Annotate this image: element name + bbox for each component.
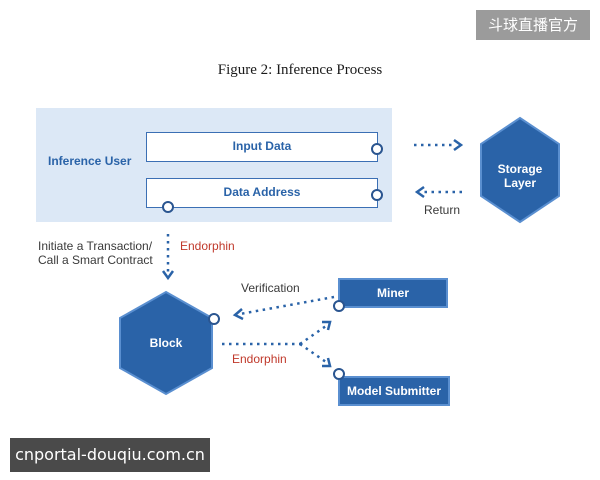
transaction-arrow-head <box>161 270 175 281</box>
endorphin-top-label: Endorphin <box>180 239 235 253</box>
miner-port <box>333 300 345 312</box>
initiate-transaction-label: Initiate a Transaction/ <box>38 239 153 253</box>
endorphin-to-miner-head <box>322 320 332 331</box>
verification-label: Verification <box>241 281 300 295</box>
data-address-box: Data Address <box>146 178 378 208</box>
block-label: Block <box>149 336 183 350</box>
arrow-to-storage-head <box>453 138 464 152</box>
data-address-port <box>371 189 383 201</box>
miner-box: Miner <box>338 278 448 308</box>
input-data-box: Input Data <box>146 132 378 162</box>
endorphin-bottom-label: Endorphin <box>232 352 287 366</box>
data-address-bottom-port <box>162 201 174 213</box>
call-smart-contract-label: Call a Smart Contract <box>38 253 153 267</box>
storage-layer-hexagon <box>480 116 560 224</box>
inference-user-label: Inference User <box>48 154 132 168</box>
watermark-top-right: 斗球直播官方 <box>476 10 590 40</box>
watermark-bottom-left: cnportal-douqiu.com.cn <box>10 438 210 472</box>
endorphin-to-miner-line <box>299 324 327 346</box>
model-submitter-box: Model Submitter <box>338 376 450 406</box>
verification-arrow-line <box>239 295 335 316</box>
block-port <box>208 313 220 325</box>
figure-title: Figure 2: Inference Process <box>217 62 383 78</box>
verification-arrow-head <box>232 308 244 321</box>
return-arrow-head <box>414 185 425 199</box>
return-label: Return <box>424 203 461 217</box>
storage-layer-label: Storage Layer <box>497 162 543 190</box>
input-data-port <box>371 143 383 155</box>
model-submitter-port <box>333 368 345 380</box>
endorphin-to-submitter-head <box>322 357 332 368</box>
endorphin-to-submitter-line <box>299 342 327 364</box>
